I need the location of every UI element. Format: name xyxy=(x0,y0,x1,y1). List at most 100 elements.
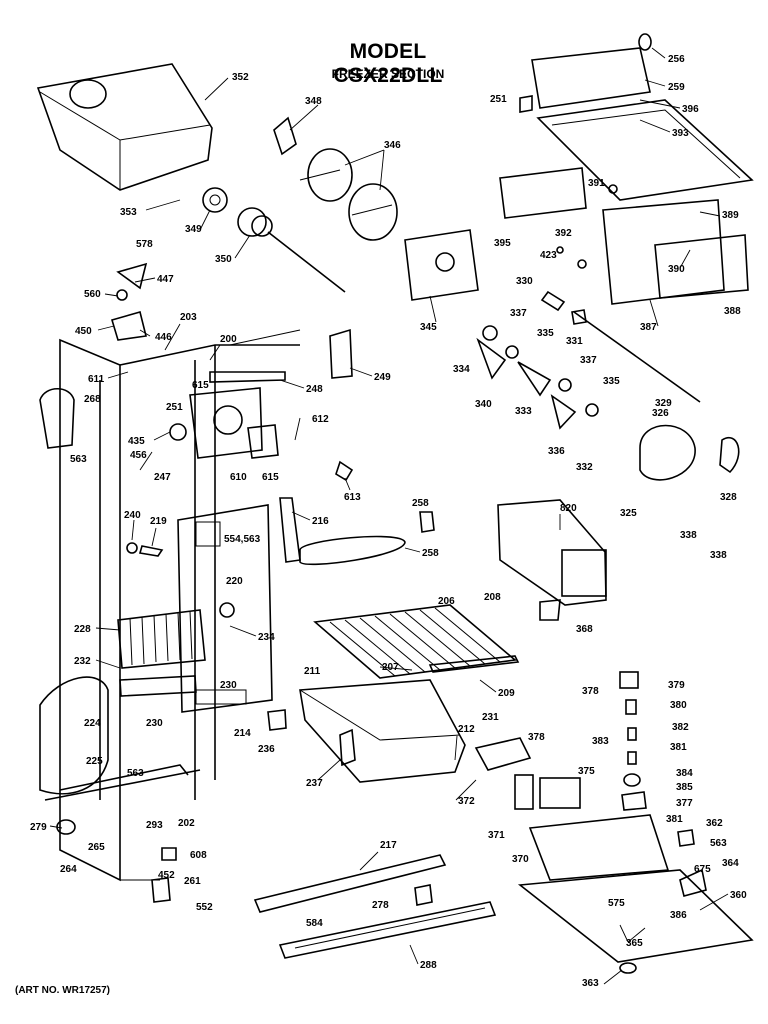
callout-338a: 338 xyxy=(680,530,697,541)
callout-563c: 563 xyxy=(710,838,727,849)
callout-613: 613 xyxy=(344,492,361,503)
callout-326: 326 xyxy=(652,408,669,419)
callout-labels: 352 348 346 353 349 350 256 259 251 396 … xyxy=(30,54,747,989)
callout-225: 225 xyxy=(86,756,103,767)
callout-378b: 378 xyxy=(528,732,545,743)
light-cover xyxy=(299,535,406,566)
callout-352: 352 xyxy=(232,72,249,83)
callout-615a: 615 xyxy=(192,380,209,391)
auger-assembly xyxy=(202,116,398,293)
callout-381b: 381 xyxy=(666,814,683,825)
callout-214: 214 xyxy=(234,728,251,739)
callout-212: 212 xyxy=(458,724,475,735)
callout-259: 259 xyxy=(668,82,685,93)
callout-391: 391 xyxy=(588,178,605,189)
callout-240: 240 xyxy=(124,510,141,521)
callout-329: 329 xyxy=(655,398,672,409)
callout-279: 279 xyxy=(30,822,47,833)
callout-365: 365 xyxy=(626,938,643,949)
callout-200: 200 xyxy=(220,334,237,345)
callout-388: 388 xyxy=(724,306,741,317)
ice-bucket xyxy=(36,63,213,191)
callout-575: 575 xyxy=(608,898,625,909)
callout-230b: 230 xyxy=(146,718,163,729)
callout-247: 247 xyxy=(154,472,171,483)
callout-230a: 230 xyxy=(220,680,237,691)
diagram-title: MODEL CSX22DLL xyxy=(333,40,443,87)
freezer-liner-outline xyxy=(59,329,301,882)
callout-337b: 337 xyxy=(580,355,597,366)
callout-211: 211 xyxy=(304,666,321,677)
callout-675: 675 xyxy=(694,864,711,875)
callout-393: 393 xyxy=(672,128,689,139)
callout-334: 334 xyxy=(453,364,470,375)
callout-392: 392 xyxy=(555,228,572,239)
callout-375: 375 xyxy=(578,766,595,777)
callout-331: 331 xyxy=(566,336,583,347)
callout-435: 435 xyxy=(128,436,145,447)
callout-234: 234 xyxy=(258,632,275,643)
callout-340: 340 xyxy=(475,399,492,410)
callout-248: 248 xyxy=(306,384,323,395)
callout-345: 345 xyxy=(420,322,437,333)
callout-217: 217 xyxy=(380,840,397,851)
callout-371: 371 xyxy=(488,830,505,841)
callout-249: 249 xyxy=(374,372,391,383)
callout-452: 452 xyxy=(158,870,175,881)
callout-563a: 563 xyxy=(70,454,87,465)
callout-348: 348 xyxy=(305,96,322,107)
callout-353: 353 xyxy=(120,207,137,218)
callout-584: 584 xyxy=(306,918,323,929)
callout-220: 220 xyxy=(226,576,243,587)
callout-390: 390 xyxy=(668,264,685,275)
callout-350: 350 xyxy=(215,254,232,265)
callout-338b: 338 xyxy=(710,550,727,561)
callout-560: 560 xyxy=(84,289,101,300)
callout-202: 202 xyxy=(178,818,195,829)
callout-384: 384 xyxy=(676,768,693,779)
callout-335b: 335 xyxy=(603,376,620,387)
leader-lines xyxy=(49,47,729,985)
ice-dispenser-cover xyxy=(499,47,754,305)
callout-450: 450 xyxy=(75,326,92,337)
callout-256: 256 xyxy=(668,54,685,65)
drain-heater-loop xyxy=(39,676,201,801)
callout-389: 389 xyxy=(722,210,739,221)
callout-335a: 335 xyxy=(537,328,554,339)
callout-447: 447 xyxy=(157,274,174,285)
callout-382: 382 xyxy=(672,722,689,733)
callout-288: 288 xyxy=(420,960,437,971)
callout-209: 209 xyxy=(498,688,515,699)
callout-380: 380 xyxy=(670,700,687,711)
art-number: (ART NO. WR17257) xyxy=(15,985,111,996)
callout-231: 231 xyxy=(482,712,499,723)
callout-337a: 337 xyxy=(510,308,527,319)
callout-368: 368 xyxy=(576,624,593,635)
callout-387: 387 xyxy=(640,322,657,333)
callout-258a: 258 xyxy=(412,498,429,509)
callout-251a: 251 xyxy=(490,94,507,105)
callout-396: 396 xyxy=(682,104,699,115)
callout-615b: 615 xyxy=(262,472,279,483)
callout-328: 328 xyxy=(720,492,737,503)
callout-385: 385 xyxy=(676,782,693,793)
callout-377: 377 xyxy=(676,798,693,809)
callout-232: 232 xyxy=(74,656,91,667)
callout-293: 293 xyxy=(146,820,163,831)
dispenser-motor-parts xyxy=(474,671,754,963)
callout-208: 208 xyxy=(484,592,501,603)
callout-216: 216 xyxy=(312,516,329,527)
callout-363: 363 xyxy=(582,978,599,989)
callout-610: 610 xyxy=(230,472,247,483)
callout-206: 206 xyxy=(438,596,455,607)
callout-224: 224 xyxy=(84,718,101,729)
callout-219: 219 xyxy=(150,516,167,527)
callout-265: 265 xyxy=(88,842,105,853)
callout-381a: 381 xyxy=(670,742,687,753)
callout-370: 370 xyxy=(512,854,529,865)
callout-379: 379 xyxy=(668,680,685,691)
auger-motor-bracket xyxy=(404,229,479,301)
callout-820: 820 xyxy=(560,503,577,514)
